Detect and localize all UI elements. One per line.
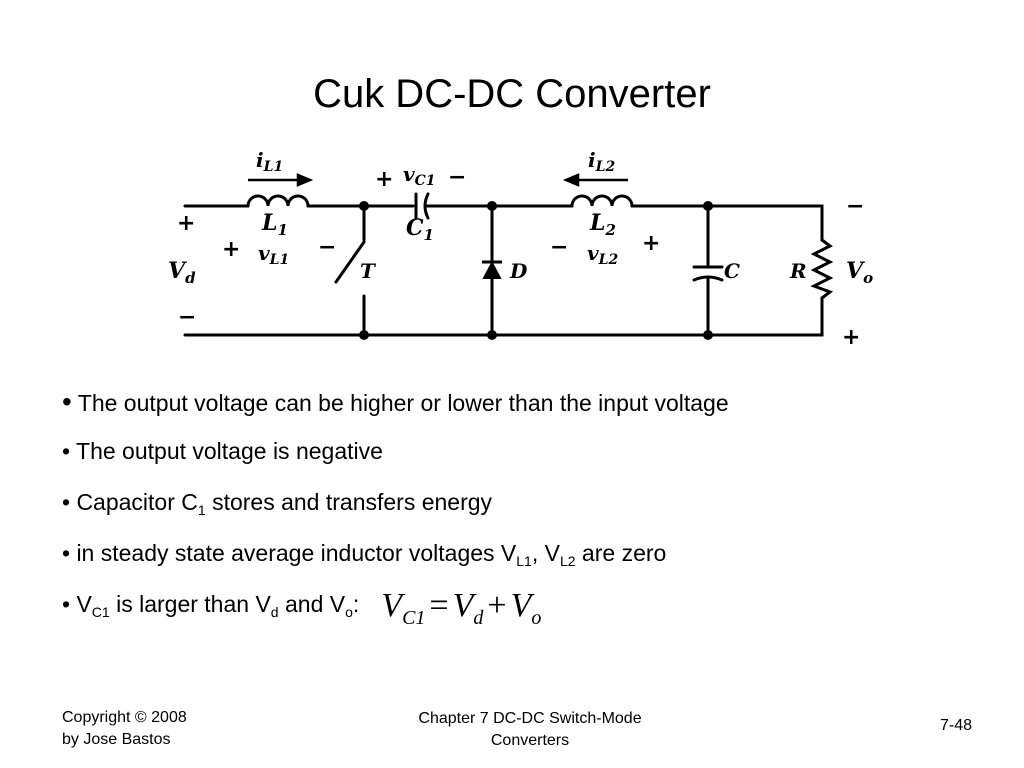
label-vl2: vL2 — [587, 241, 618, 268]
equation-vc1: VC1=Vd+Vo — [381, 587, 542, 629]
bullet-item: • The output voltage is negative — [62, 438, 383, 464]
label-vo-plus: + — [842, 325, 860, 350]
diode-d-triangle — [482, 260, 502, 279]
label-vo: Vo — [846, 258, 873, 287]
inductor-l2-coil — [570, 194, 634, 208]
current-arrow-il2-head — [562, 173, 580, 187]
switch-t-blade — [334, 240, 366, 284]
label-vl2-minus: − — [550, 235, 568, 260]
label-c: C — [724, 259, 740, 283]
wire-l2-to-r — [630, 204, 824, 242]
label-vo-minus: − — [846, 194, 864, 219]
junction-dot — [703, 330, 713, 340]
label-il1: iL1 — [256, 148, 283, 175]
label-vc1: vC1 — [403, 162, 436, 189]
junction-dot — [359, 330, 369, 340]
footer-copyright: Copyright © 2008 by Jose Bastos — [62, 709, 187, 748]
label-l1: L1 — [261, 210, 288, 239]
junction-dot — [487, 201, 497, 211]
inductor-l1-coil — [246, 194, 310, 208]
bullet-item: • The output voltage can be higher or lo… — [62, 386, 729, 417]
bullet-item: • VC1 is larger than Vd and Vo:VC1=Vd+Vo — [62, 587, 542, 629]
label-vc1-plus: + — [375, 167, 393, 192]
label-vd-plus: + — [177, 211, 195, 236]
label-r: R — [789, 259, 807, 283]
slide-title: Cuk DC-DC Converter — [313, 72, 711, 116]
label-d: D — [509, 259, 528, 283]
bullet-list: • The output voltage can be higher or lo… — [62, 386, 962, 641]
resistor-r-zigzag — [810, 238, 834, 300]
label-vl1-plus: + — [222, 237, 240, 262]
wire-bottom — [183, 296, 824, 337]
bullet-item: • in steady state average inductor volta… — [62, 540, 667, 569]
junction-dot — [703, 201, 713, 211]
label-vl1-minus: − — [318, 235, 336, 260]
label-t: T — [360, 259, 377, 283]
label-vd-minus: − — [178, 305, 196, 330]
footer-chapter: Chapter 7 DC-DC Switch-Mode Converters — [418, 710, 642, 749]
label-vl1: vL1 — [258, 241, 289, 268]
label-vl2-plus: + — [642, 231, 660, 256]
label-vc1-minus: − — [448, 165, 466, 190]
label-vd: Vd — [168, 258, 196, 287]
current-arrow-il1-head — [296, 173, 314, 187]
junction-dot — [487, 330, 497, 340]
junction-dot — [359, 201, 369, 211]
cuk-converter-circuit-diagram: iL1 L1 + vL1 − + vC1 − C1 T D iL2 L2 − v… — [168, 148, 873, 350]
label-il2: iL2 — [588, 148, 615, 175]
bullet-item: • Capacitor C1 stores and transfers ener… — [62, 489, 493, 518]
footer-page-number: 7-48 — [939, 717, 972, 734]
label-l2: L2 — [589, 210, 616, 239]
label-c1: C1 — [406, 215, 434, 244]
